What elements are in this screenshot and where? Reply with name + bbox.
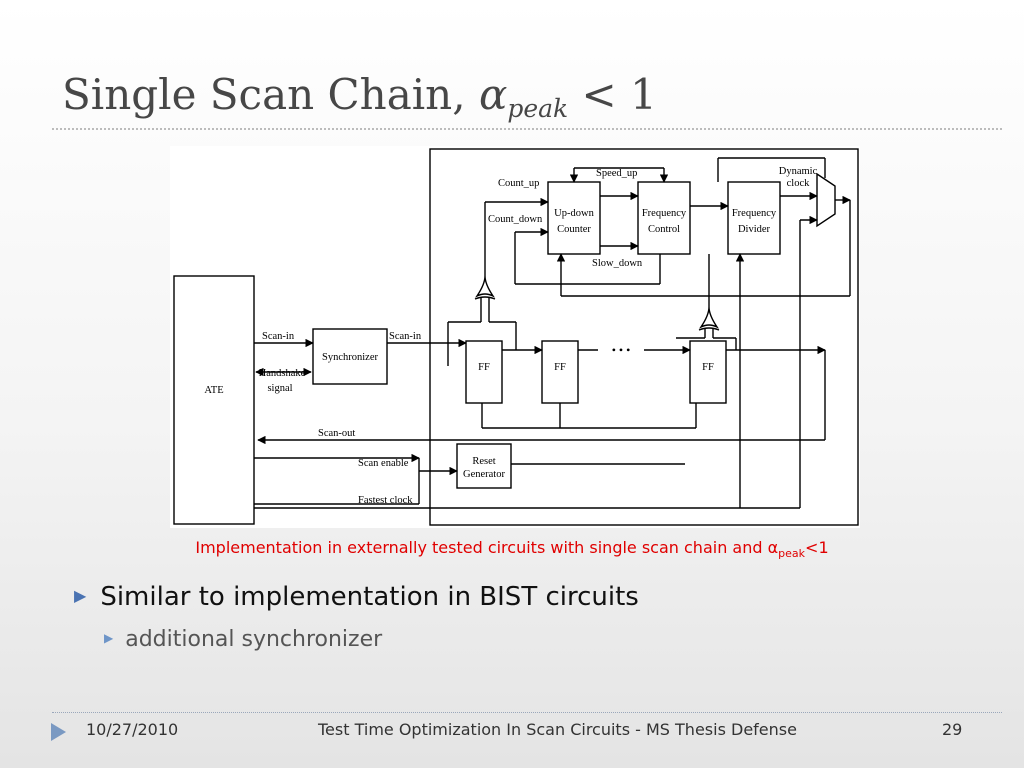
ate-label: ATE xyxy=(204,385,223,396)
ff2-label: FF xyxy=(554,362,566,373)
title-rest: < 1 xyxy=(568,70,657,119)
handshake-label-1: Handshake xyxy=(259,368,306,379)
freq-divider-label-1: Frequency xyxy=(732,208,777,219)
slide-title: Single Scan Chain, αpeak < 1 xyxy=(62,70,657,123)
scan-in-left-label: Scan-in xyxy=(262,331,295,342)
ff1-box xyxy=(465,340,503,404)
title-divider xyxy=(52,128,1002,130)
xor-gate-1-arc xyxy=(474,296,496,300)
title-text: Single Scan Chain, xyxy=(62,70,479,119)
ff3-box xyxy=(689,340,727,404)
clock-mux xyxy=(816,172,836,228)
caption-subscript: peak xyxy=(778,547,806,561)
caption-rest: <1 xyxy=(805,538,829,557)
xor-gate-2 xyxy=(698,306,720,329)
circuit-diagram: ATE Synchronizer Scan-in Scan-in Handsha… xyxy=(170,146,860,528)
xor-gate-2-arc xyxy=(698,327,720,331)
scan-out-label: Scan-out xyxy=(318,428,355,439)
freq-control-label-2: Control xyxy=(648,224,680,235)
sub-bullet-arrow-icon: ▶ xyxy=(104,631,114,645)
fastest-clock-label: Fastest clock xyxy=(358,495,413,506)
count-up-label: Count_up xyxy=(498,178,539,189)
footer-page-number: 29 xyxy=(942,720,963,739)
synchronizer-label: Synchronizer xyxy=(322,352,378,363)
footer-arrow-icon xyxy=(51,723,66,741)
bullet-arrow-icon: ▶ xyxy=(74,586,87,605)
bullet-sub: ▶ additional synchronizer xyxy=(104,627,382,652)
footer-date: 10/27/2010 xyxy=(86,720,179,739)
reset-label-1: Reset xyxy=(472,456,495,467)
updown-label-2: Counter xyxy=(557,224,591,235)
caption-text: Implementation in externally tested circ… xyxy=(195,538,779,557)
ff3-label: FF xyxy=(702,362,714,373)
handshake-label-2: signal xyxy=(267,383,292,394)
bullet-main-text: Similar to implementation in BIST circui… xyxy=(100,582,639,612)
scan-in-right-label: Scan-in xyxy=(389,331,422,342)
reset-label-2: Generator xyxy=(463,469,505,480)
dynamic-clock-label-1: Dynamic xyxy=(779,166,818,177)
speed-up-label: Speed_up xyxy=(596,168,637,179)
synchronizer-box xyxy=(312,328,388,385)
chip-boundary xyxy=(429,148,859,526)
ate-box xyxy=(173,275,255,525)
bullet-sub-text: additional synchronizer xyxy=(125,627,383,652)
count-down-label: Count_down xyxy=(488,214,543,225)
dynamic-clock-label-2: clock xyxy=(787,178,810,189)
title-alpha: α xyxy=(478,70,508,119)
freq-divider-label-2: Divider xyxy=(738,224,771,235)
freq-control-label-1: Frequency xyxy=(642,208,687,219)
ff1-label: FF xyxy=(478,362,490,373)
footer-divider xyxy=(52,712,1002,713)
circuit-diagram-svg: ATE Synchronizer Scan-in Scan-in Handsha… xyxy=(173,148,859,526)
xor-gate-1 xyxy=(474,275,496,298)
title-subscript: peak xyxy=(507,94,569,123)
footer-title: Test Time Optimization In Scan Circuits … xyxy=(318,720,797,739)
updown-label-1: Up-down xyxy=(554,208,594,219)
frequency-divider-box xyxy=(727,181,781,255)
reset-generator-box xyxy=(456,443,512,489)
bullet-main: ▶ Similar to implementation in BIST circu… xyxy=(74,582,639,612)
scan-enable-label: Scan enable xyxy=(358,458,409,469)
figure-caption: Implementation in externally tested circ… xyxy=(0,538,1024,560)
chain-ellipsis: • • • xyxy=(612,343,631,357)
slow-down-label: Slow_down xyxy=(592,258,643,269)
